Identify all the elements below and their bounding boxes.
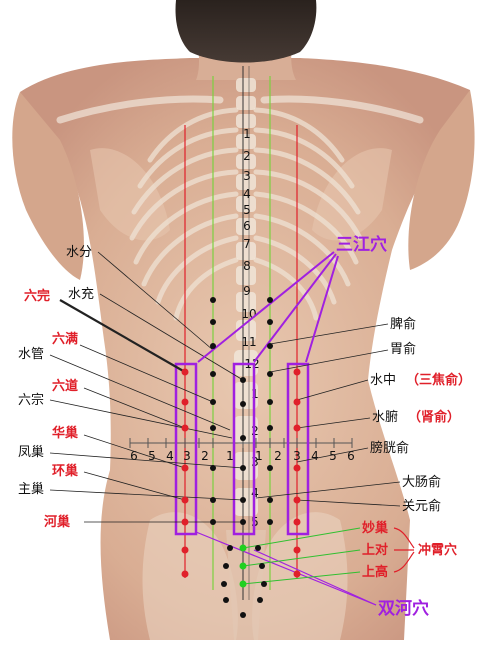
label-fengchao: 凤巢 xyxy=(18,445,44,460)
label-huachao: 华巢 xyxy=(52,425,79,441)
sanjiang-box-center xyxy=(232,362,256,536)
label-sanjiang: 三江穴 xyxy=(336,234,387,255)
leader-lines xyxy=(49,251,401,523)
label-shanggao: 上高 xyxy=(362,564,388,580)
vertebra-t10: 10 xyxy=(241,307,256,321)
ruler-right-6: 6 xyxy=(347,449,355,463)
vertebra-t9: 9 xyxy=(243,284,251,298)
label-shangdui: 上对 xyxy=(362,542,388,558)
label-liuman: 六满 xyxy=(52,331,78,347)
label-shenshu: （肾俞） xyxy=(408,409,460,425)
label-shuanghe: 双河穴 xyxy=(378,598,429,619)
label-sanjiaoshu: （三焦俞） xyxy=(406,372,471,388)
ruler-left-2: 2 xyxy=(201,449,209,463)
ruler-right-3: 3 xyxy=(293,449,301,463)
vertebra-t8: 8 xyxy=(243,259,251,273)
label-pangguangshu: 膀胱俞 xyxy=(370,440,409,456)
ruler-left-5: 5 xyxy=(148,449,156,463)
sanjiang-box-left xyxy=(174,362,198,536)
vertebra-t4: 4 xyxy=(243,187,251,201)
label-liudao: 六道 xyxy=(52,378,78,394)
sanjiang-boxes xyxy=(174,362,310,536)
vertebra-t3: 3 xyxy=(243,169,251,183)
cun-ruler: 6 5 4 3 2 1 1 2 3 4 5 6 xyxy=(129,438,355,463)
label-pishu: 脾俞 xyxy=(390,316,416,332)
purple-pointers xyxy=(195,251,377,606)
ruler-left-1: 1 xyxy=(226,449,234,463)
left-labels: 水分 水充 六完 六满 水管 六道 六宗 华巢 凤巢 环巢 主巢 河巢 xyxy=(18,245,94,530)
label-liuzong: 六宗 xyxy=(18,392,44,408)
label-shuizhong: 水中 xyxy=(370,373,396,388)
label-shuifu: 水腑 xyxy=(372,409,398,425)
label-liuwan: 六完 xyxy=(24,288,50,304)
vertebra-t2: 2 xyxy=(243,149,251,163)
label-shuichong: 水充 xyxy=(68,286,94,302)
vertebra-t5: 5 xyxy=(243,203,251,217)
vertebra-t1: 1 xyxy=(243,127,251,141)
label-huanchao: 环巢 xyxy=(52,463,79,479)
label-shuifen: 水分 xyxy=(66,245,92,260)
right-labels: 三江穴 脾俞 胃俞 水中 （三焦俞） 水腑 （肾俞） 膀胱俞 大肠俞 关元俞 妙… xyxy=(336,234,471,619)
vertebra-t6: 6 xyxy=(243,219,251,233)
ruler-left-3: 3 xyxy=(183,449,191,463)
chongxiao-bracket xyxy=(393,527,415,573)
vertebra-t11: 11 xyxy=(241,335,256,349)
label-weishu: 胃俞 xyxy=(390,341,416,357)
label-dachangshu: 大肠俞 xyxy=(402,474,441,490)
ruler-right-1: 1 xyxy=(255,449,263,463)
ruler-right-2: 2 xyxy=(274,449,282,463)
label-shuiguan: 水管 xyxy=(18,347,44,362)
sanjiang-box-right xyxy=(286,362,310,536)
acupoints xyxy=(181,297,301,618)
ruler-right-4: 4 xyxy=(311,449,319,463)
ruler-left-6: 6 xyxy=(130,449,138,463)
label-chongxiao: 冲霄穴 xyxy=(418,542,457,558)
vertebra-t7: 7 xyxy=(243,237,251,251)
ruler-right-5: 5 xyxy=(329,449,337,463)
label-guanyuanshu: 关元俞 xyxy=(402,498,441,514)
label-miaochao: 妙巢 xyxy=(362,520,389,536)
label-hechao: 河巢 xyxy=(44,514,71,530)
label-zhuchao: 主巢 xyxy=(18,482,44,497)
ruler-left-4: 4 xyxy=(166,449,174,463)
